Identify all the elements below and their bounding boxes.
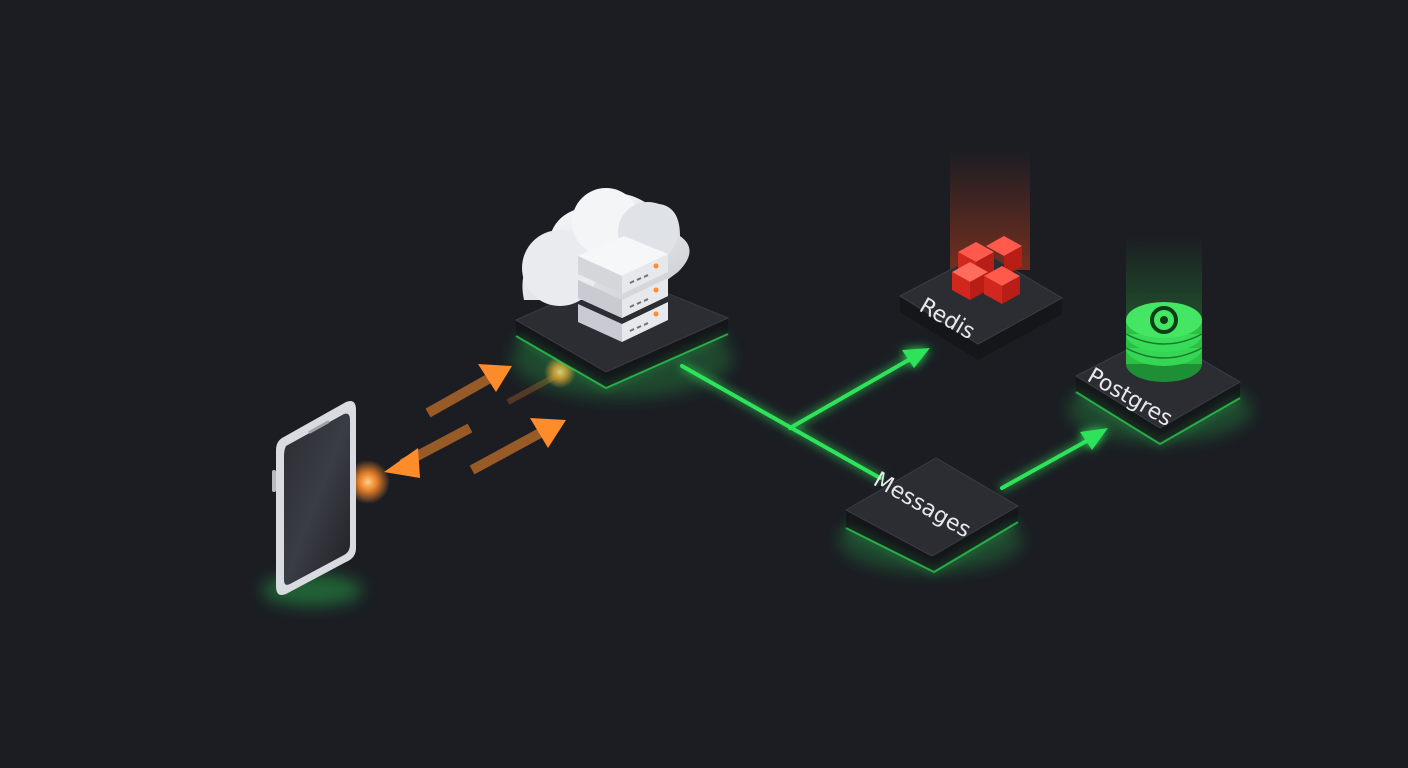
server-node[interactable] (512, 188, 732, 398)
database-stack-icon (1125, 302, 1203, 382)
postgres-node[interactable]: Postgres (1068, 236, 1252, 446)
messages-to-postgres-line (1000, 436, 1094, 490)
client-port-glow (346, 460, 390, 504)
server-rack-icon (578, 236, 668, 342)
request-arrow-upper (425, 364, 512, 418)
branch-to-redis-line (788, 356, 914, 430)
green-connections (680, 356, 1094, 490)
redis-node[interactable]: Redis (898, 150, 1064, 360)
response-arrow (384, 423, 473, 478)
messages-node[interactable]: Messages (838, 457, 1022, 574)
smartphone-icon[interactable] (262, 401, 362, 606)
server-to-messages-line (680, 364, 882, 480)
redis-cubes-icon (952, 236, 1022, 304)
redis-tile (898, 251, 1064, 345)
arrowhead-to-redis (902, 348, 930, 368)
request-arrow-lower (469, 418, 566, 475)
messages-tile (844, 457, 1019, 557)
